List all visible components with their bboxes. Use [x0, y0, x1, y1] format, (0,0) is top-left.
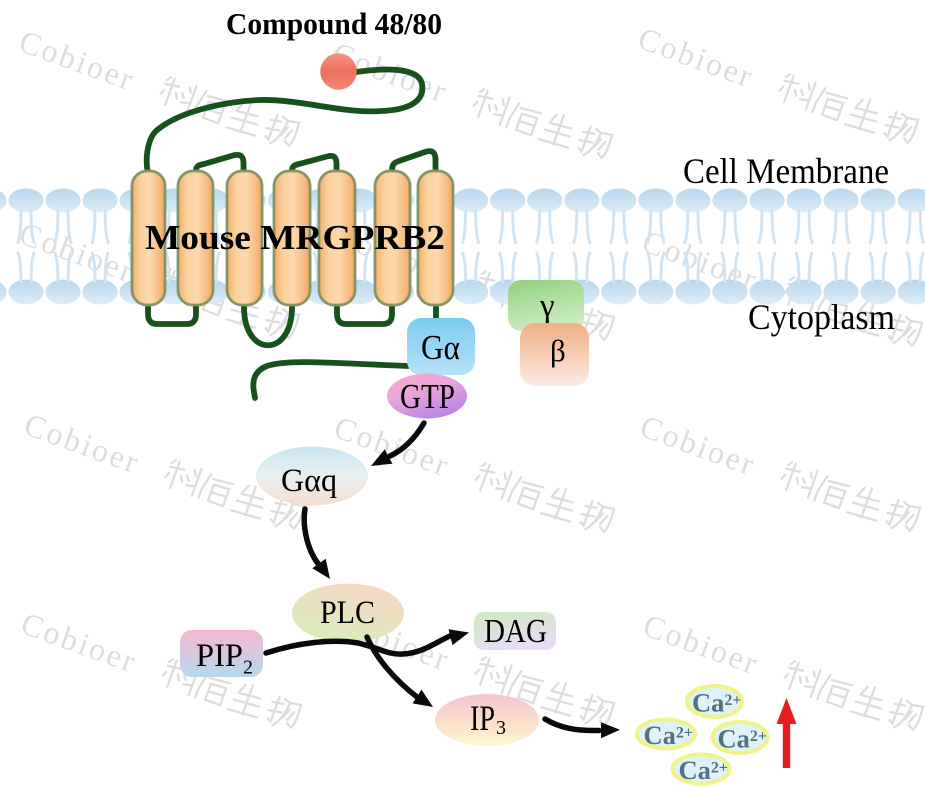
svg-text:GTP: GTP — [400, 377, 455, 416]
svg-text:Gα: Gα — [421, 328, 460, 367]
svg-text:Gαq: Gαq — [281, 463, 337, 499]
svg-text:Mouse MRGPRB2: Mouse MRGPRB2 — [145, 218, 445, 257]
svg-text:IP: IP — [470, 698, 495, 738]
svg-text:PLC: PLC — [320, 595, 375, 631]
svg-text:Cell Membrane: Cell Membrane — [683, 151, 889, 191]
svg-text:Cytoplasm: Cytoplasm — [748, 297, 895, 337]
svg-text:3: 3 — [496, 717, 506, 739]
svg-text:Compound 48/80: Compound 48/80 — [226, 6, 442, 41]
svg-text:β: β — [550, 333, 566, 368]
svg-text:DAG: DAG — [484, 613, 547, 650]
svg-text:γ: γ — [539, 288, 555, 324]
